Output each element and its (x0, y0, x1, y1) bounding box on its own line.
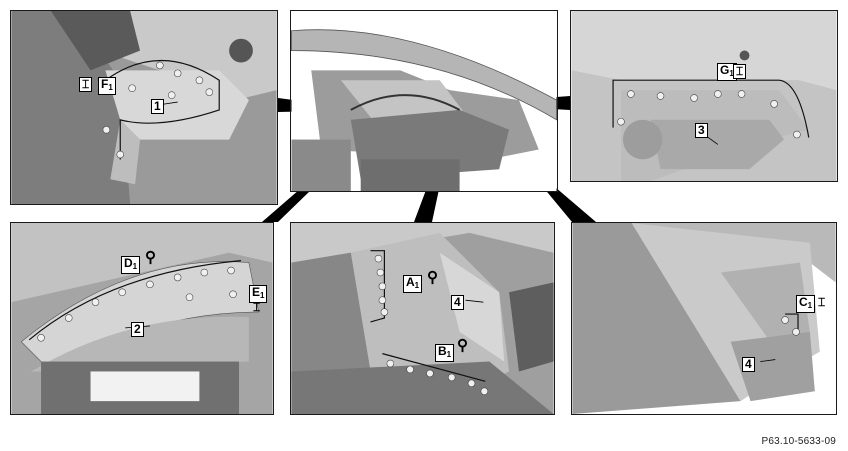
part-callout-4-bottom-right: 4 (742, 357, 755, 372)
fastener-label-a1: A1 (403, 275, 423, 293)
rivet-tool-icon: ⌶ (733, 64, 747, 79)
blind-rivet-icon: ⚲ (427, 269, 438, 286)
blind-rivet-icon: ⚲ (145, 249, 156, 266)
part-illustration-4-inner (291, 223, 554, 414)
fastener-label-c1: C1 (796, 295, 816, 313)
body-shell-illustration (291, 11, 557, 191)
detail-panel-bottom-left: D1 ⚲ E1 ⌶ 2 (10, 222, 274, 415)
fastener-label-e1: E1 (249, 285, 268, 303)
fastener-label-d1: D1 (121, 256, 141, 274)
part-callout-1: 1 (151, 99, 164, 114)
part-callout-2: 2 (131, 322, 144, 337)
part-illustration-3 (571, 11, 837, 181)
blind-rivet-icon: ⚲ (457, 337, 468, 354)
detail-panel-top-left: ⌶ F1 1 (10, 10, 278, 205)
detail-panel-bottom-right: C1 ⌶ 4 (571, 222, 837, 415)
part-illustration-4-outer (572, 223, 836, 414)
part-callout-4: 4 (451, 295, 464, 310)
detail-panel-top-right: G1 ⌶ 3 (570, 10, 838, 182)
part-callout-3: 3 (695, 123, 708, 138)
rivet-tool-icon: ⌶ (818, 295, 826, 309)
part-illustration-2 (11, 223, 273, 414)
figure-reference-number: P63.10-5633-09 (761, 436, 836, 447)
rivet-tool-icon: ⌶ (79, 77, 93, 92)
part-illustration-1 (11, 11, 277, 204)
fastener-label-f1: F1 (98, 77, 116, 95)
fastener-label-b1: B1 (435, 344, 455, 362)
overview-panel (290, 10, 558, 192)
detail-panel-bottom-center: A1 ⚲ 4 B1 ⚲ (290, 222, 555, 415)
rivet-tool-icon: ⌶ (253, 300, 261, 314)
